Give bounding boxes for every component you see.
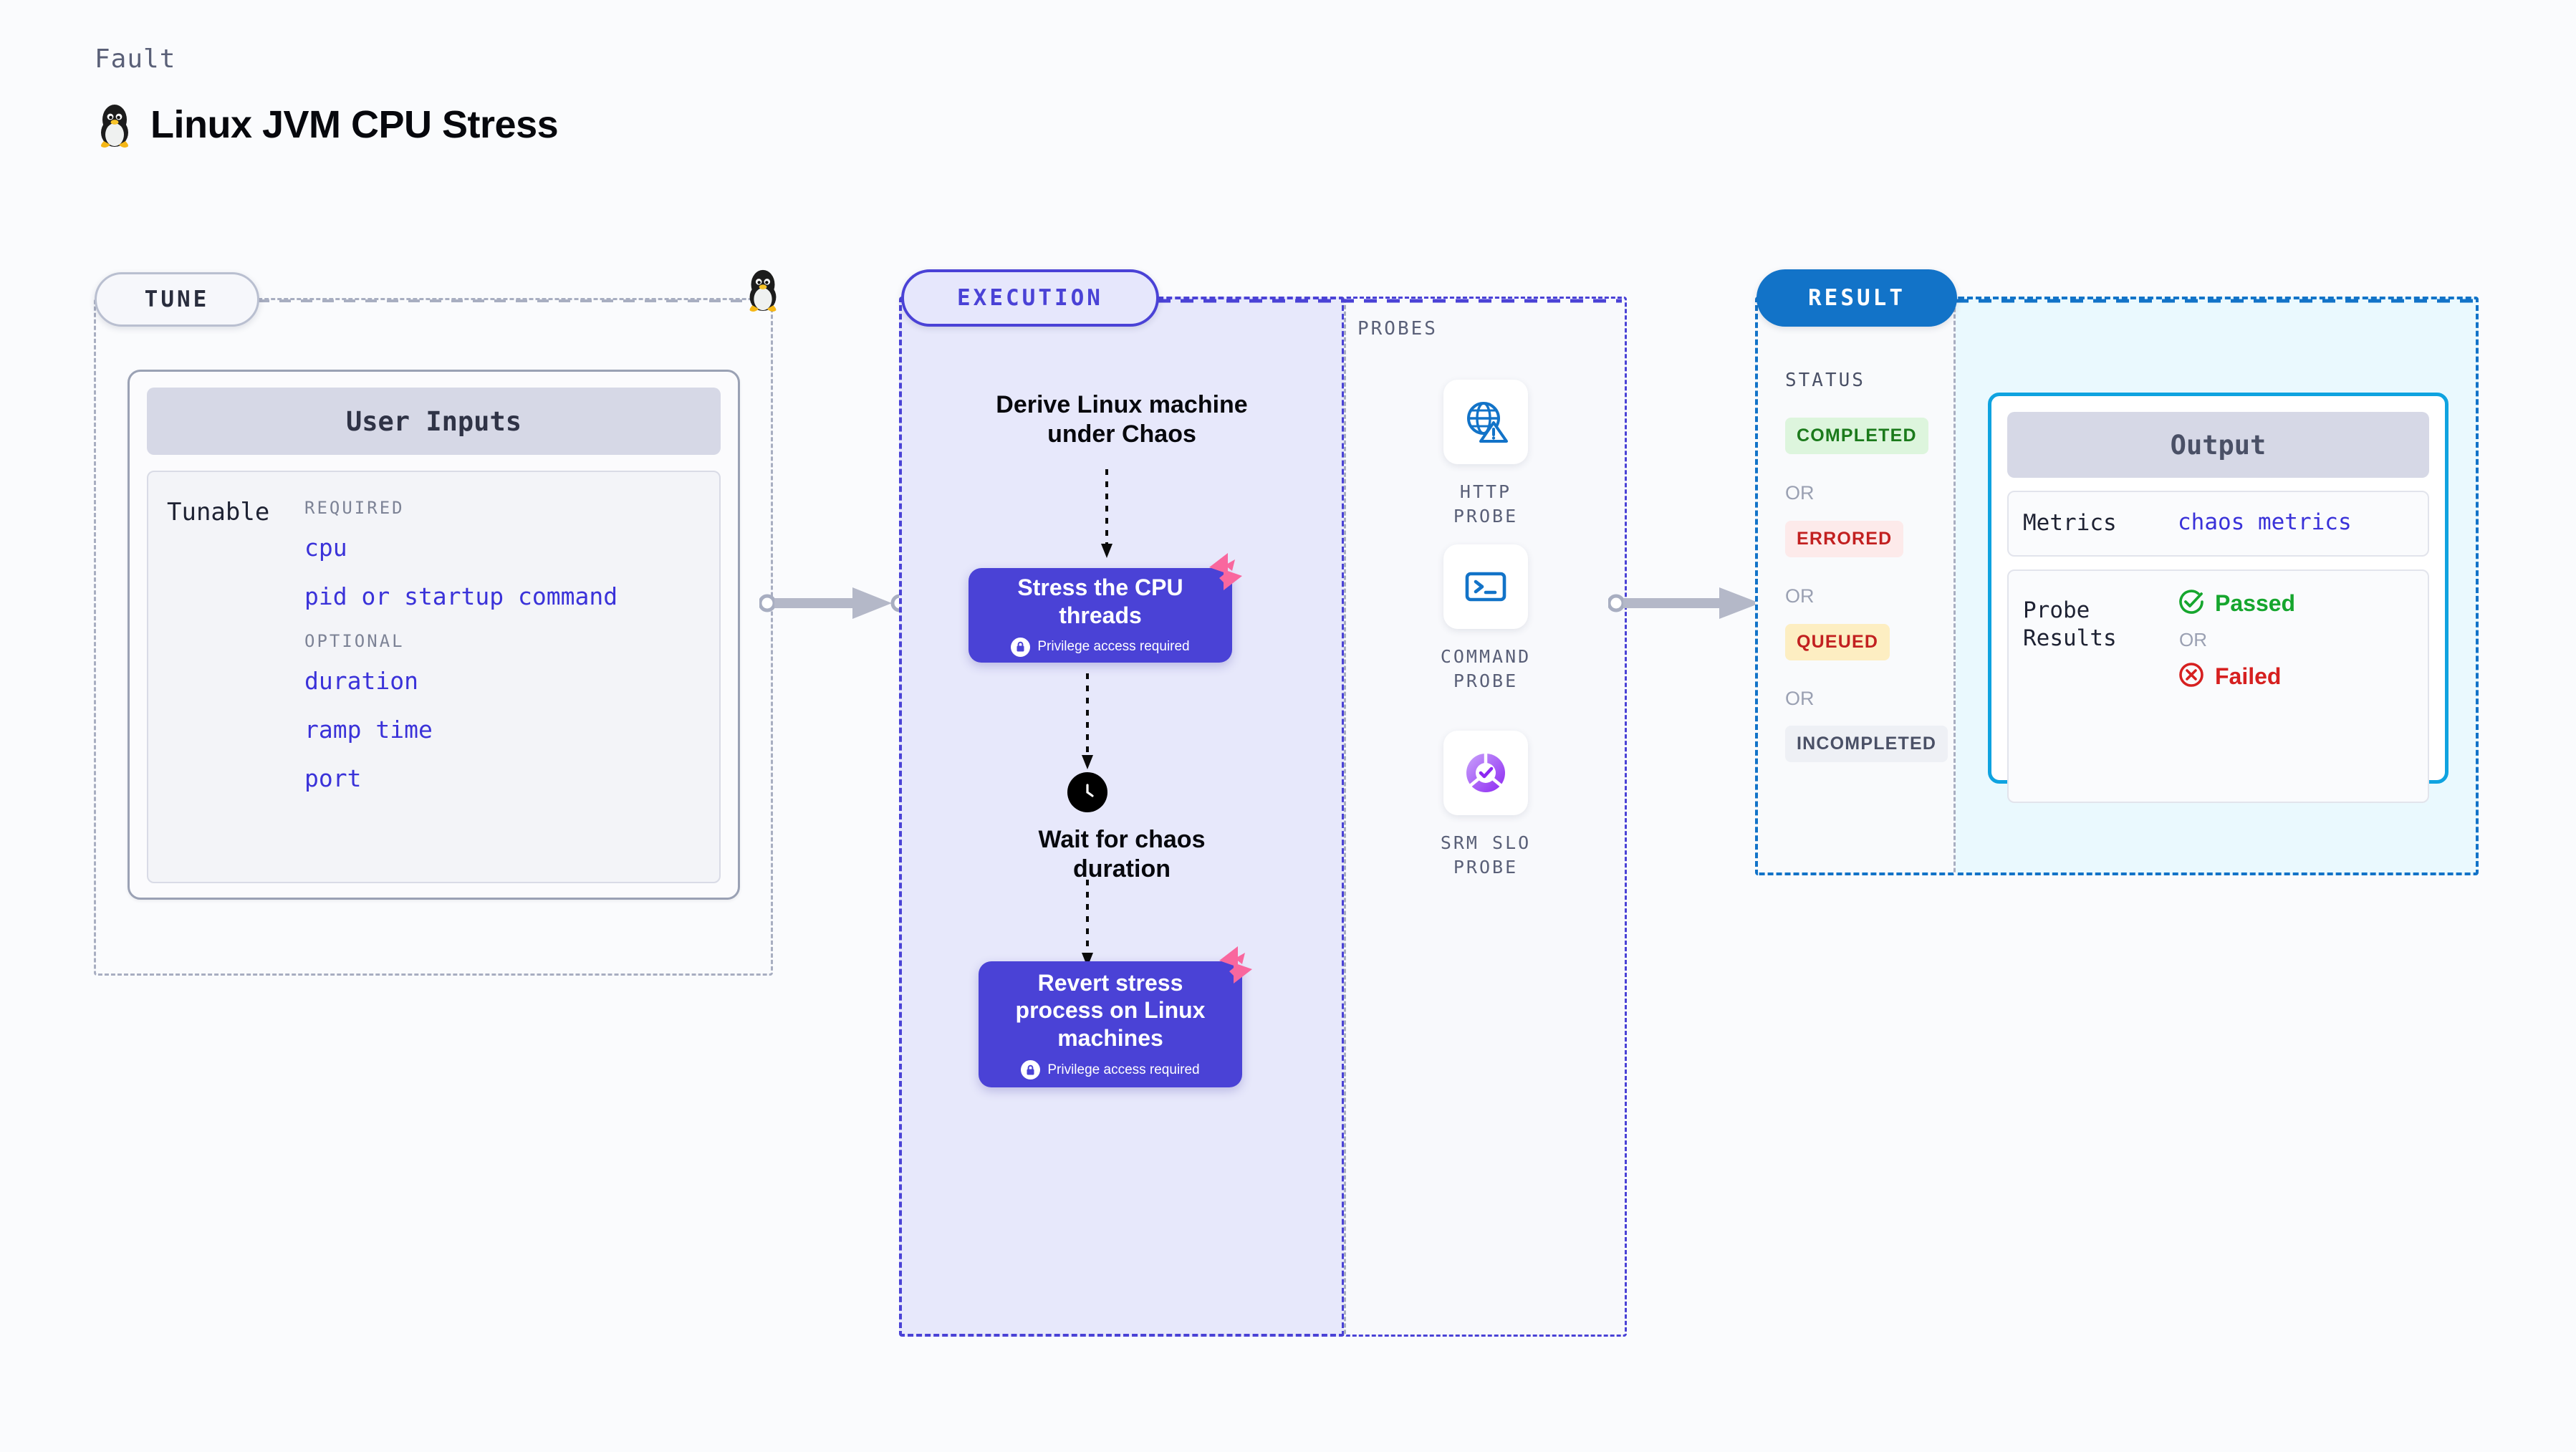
probe-item-command[interactable]: COMMAND PROBE xyxy=(1421,544,1550,693)
probe-label-srm-slo: SRM SLO PROBE xyxy=(1440,832,1532,878)
terminal-icon xyxy=(1443,544,1528,629)
status-badge-incompleted: INCOMPLETED xyxy=(1785,726,1948,762)
lock-icon xyxy=(1011,637,1031,657)
linux-penguin-icon-marker xyxy=(743,266,783,316)
metrics-key: Metrics xyxy=(2023,510,2117,536)
tunable-item-pid[interactable]: pid or startup command xyxy=(304,582,618,610)
srm-slo-check-icon xyxy=(1443,731,1528,815)
output-row-probe-results: Probe Results Passed OR xyxy=(2007,569,2429,803)
result-status-panel xyxy=(1755,297,1956,875)
status-or-label: OR xyxy=(1785,585,1815,607)
result-dashed-connector xyxy=(1956,299,2476,303)
tune-dashed-connector xyxy=(258,299,759,302)
lock-icon xyxy=(1021,1060,1041,1080)
status-or-label: OR xyxy=(1785,688,1815,709)
probes-section-label: PROBES xyxy=(1357,318,1438,340)
tunable-label: Tunable xyxy=(167,498,270,527)
user-inputs-card: User Inputs Tunable REQUIRED cpu pid or … xyxy=(128,370,740,900)
execution-dashed-connector xyxy=(1158,299,1622,303)
probe-label-command: COMMAND PROBE xyxy=(1440,646,1532,691)
status-label: STATUS xyxy=(1785,370,1865,391)
linux-penguin-icon xyxy=(95,101,135,148)
title-row: Linux JVM CPU Stress xyxy=(95,101,559,148)
probe-results-values: Passed OR Failed xyxy=(2178,588,2295,692)
clock-icon xyxy=(1067,772,1107,812)
probe-or-label: OR xyxy=(2179,628,2207,650)
globe-warning-icon xyxy=(1443,380,1528,464)
status-badge-completed: COMPLETED xyxy=(1785,418,1928,454)
optional-group-title: OPTIONAL xyxy=(304,631,405,651)
harness-logo-icon xyxy=(1213,943,1258,987)
execution-section-pill[interactable]: EXECUTION xyxy=(901,269,1159,327)
output-card: Output Metrics chaos metrics Probe Resul… xyxy=(1988,393,2448,803)
check-circle-icon xyxy=(2178,588,2205,619)
tunable-item-port[interactable]: port xyxy=(304,764,362,792)
probe-failed-label: Failed xyxy=(2215,663,2282,689)
user-inputs-header: User Inputs xyxy=(147,388,721,455)
execution-card-stress-cpu[interactable]: Stress the CPU threads Privilege access … xyxy=(969,553,1242,663)
execution-card-revert-title: Revert stress process on Linux machines xyxy=(1015,969,1206,1051)
flow-arrow-1 xyxy=(1101,469,1112,558)
tunable-item-duration[interactable]: duration xyxy=(304,667,418,695)
output-row-metrics: Metrics chaos metrics xyxy=(2007,491,2429,557)
tunable-body: Tunable REQUIRED cpu pid or startup comm… xyxy=(147,471,721,883)
flow-node-wait-label: Wait for chaos duration xyxy=(1038,826,1206,883)
execution-card-revert-stress[interactable]: Revert stress process on Linux machines … xyxy=(979,946,1252,1087)
tune-section-pill[interactable]: TUNE xyxy=(95,272,259,327)
privilege-row: Privilege access required xyxy=(1011,637,1190,657)
tunable-item-cpu[interactable]: cpu xyxy=(304,534,347,562)
flow-arrow-3 xyxy=(1082,880,1093,967)
privilege-text: Privilege access required xyxy=(1047,1062,1200,1077)
metrics-value[interactable]: chaos metrics xyxy=(2178,509,2352,535)
page-title: Linux JVM CPU Stress xyxy=(150,103,559,146)
probes-panel xyxy=(1344,297,1627,1337)
x-circle-icon xyxy=(2178,661,2205,692)
probe-item-srm-slo[interactable]: SRM SLO PROBE xyxy=(1421,731,1550,880)
probe-results-key: Probe Results xyxy=(2023,597,2117,652)
page-header: Fault Linux JVM CPU Stress xyxy=(95,44,559,148)
status-badge-queued: QUEUED xyxy=(1785,624,1890,660)
status-badge-errored: ERRORED xyxy=(1785,521,1904,557)
probe-label-http: HTTP PROBE xyxy=(1453,481,1519,527)
output-header: Output xyxy=(2007,412,2429,478)
probe-result-passed: Passed xyxy=(2178,588,2295,619)
harness-logo-icon xyxy=(1203,549,1248,594)
probe-item-http[interactable]: HTTP PROBE xyxy=(1421,380,1550,529)
tune-panel xyxy=(94,298,773,976)
execution-panel xyxy=(899,297,1345,1337)
privilege-row: Privilege access required xyxy=(1021,1060,1200,1080)
fault-eyebrow-label: Fault xyxy=(95,44,176,74)
flow-arrow-2 xyxy=(1082,673,1093,769)
result-section-pill[interactable]: RESULT xyxy=(1756,269,1957,327)
tune-to-execution-connector xyxy=(759,587,909,619)
status-or-label: OR xyxy=(1785,482,1815,504)
tunable-item-ramp-time[interactable]: ramp time xyxy=(304,716,433,744)
required-group-title: REQUIRED xyxy=(304,498,405,518)
privilege-text: Privilege access required xyxy=(1037,639,1190,655)
probe-passed-label: Passed xyxy=(2215,590,2296,616)
tunable-lists: REQUIRED cpu pid or startup command OPTI… xyxy=(304,498,719,882)
execution-to-result-connector xyxy=(1608,587,1777,619)
probe-result-failed: Failed xyxy=(2178,661,2295,692)
execution-card-stress-title: Stress the CPU threads xyxy=(1017,574,1183,628)
flow-node-derive-label: Derive Linux machine under Chaos xyxy=(996,391,1248,448)
